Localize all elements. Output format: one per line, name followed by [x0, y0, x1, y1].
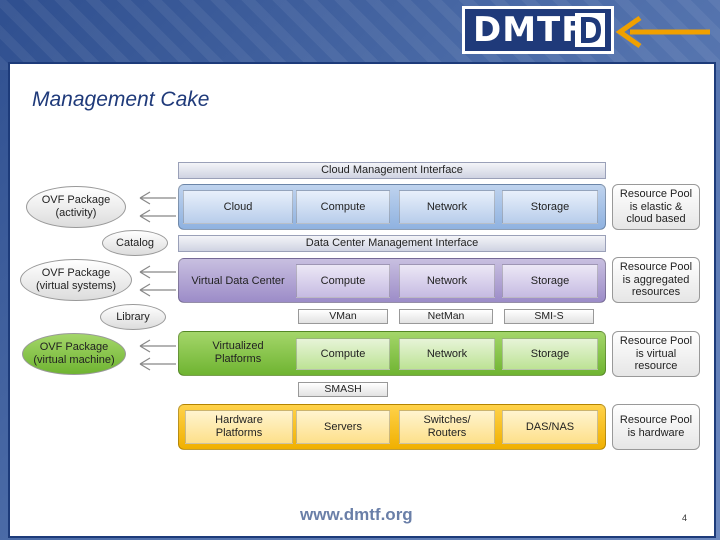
cloud-network: Network [399, 190, 495, 224]
vdc-storage: Storage [502, 264, 598, 298]
catalog-oval: Catalog [102, 230, 168, 256]
cloud-compute: Compute [296, 190, 390, 224]
datacenter-management-interface: Data Center Management Interface [178, 235, 606, 252]
slide-title: Management Cake [32, 88, 210, 111]
footer-url[interactable]: www.dmtf.org [300, 505, 413, 524]
vman-label: VMan [298, 309, 388, 324]
hardware-servers: Servers [296, 410, 390, 444]
cloud-storage: Storage [502, 190, 598, 224]
smis-label: SMI-S [504, 309, 594, 324]
ovf-package-activity: OVF Package (activity) [26, 186, 126, 228]
hardware-storage: DAS/NAS [502, 410, 598, 444]
dmtf-logo: DMTF [462, 6, 614, 54]
netman-label: NetMan [399, 309, 493, 324]
vdc-layer-label: Virtual Data Center [191, 274, 285, 287]
virtualized-network: Network [399, 338, 495, 370]
vdc-network: Network [399, 264, 495, 298]
ovf-package-virtual-machine: OVF Package (virtual machine) [22, 333, 126, 375]
resource-pool-virtual: Resource Pool is virtual resource [612, 331, 700, 377]
resource-pool-vdc: Resource Pool is aggregated resources [612, 257, 700, 303]
vdc-compute: Compute [296, 264, 390, 298]
resource-pool-hardware: Resource Pool is hardware [612, 404, 700, 450]
arrow-icon [615, 15, 710, 49]
logo-mark-icon [575, 13, 605, 47]
virtualized-storage: Storage [502, 338, 598, 370]
cloud-layer-label: Cloud [183, 190, 293, 224]
logo-text: DMTF [473, 10, 586, 50]
hardware-switches: Switches/ Routers [399, 410, 495, 444]
resource-pool-cloud: Resource Pool is elastic & cloud based [612, 184, 700, 230]
hardware-layer-label: Hardware Platforms [185, 410, 293, 444]
page-number: 4 [682, 513, 688, 523]
cloud-management-interface: Cloud Management Interface [178, 162, 606, 179]
library-oval: Library [100, 304, 166, 330]
virtualized-layer-label: Virtualized Platforms [212, 340, 264, 365]
ovf-package-virtual-systems: OVF Package (virtual systems) [20, 259, 132, 301]
smash-label: SMASH [298, 382, 388, 397]
virtualized-compute: Compute [296, 338, 390, 370]
